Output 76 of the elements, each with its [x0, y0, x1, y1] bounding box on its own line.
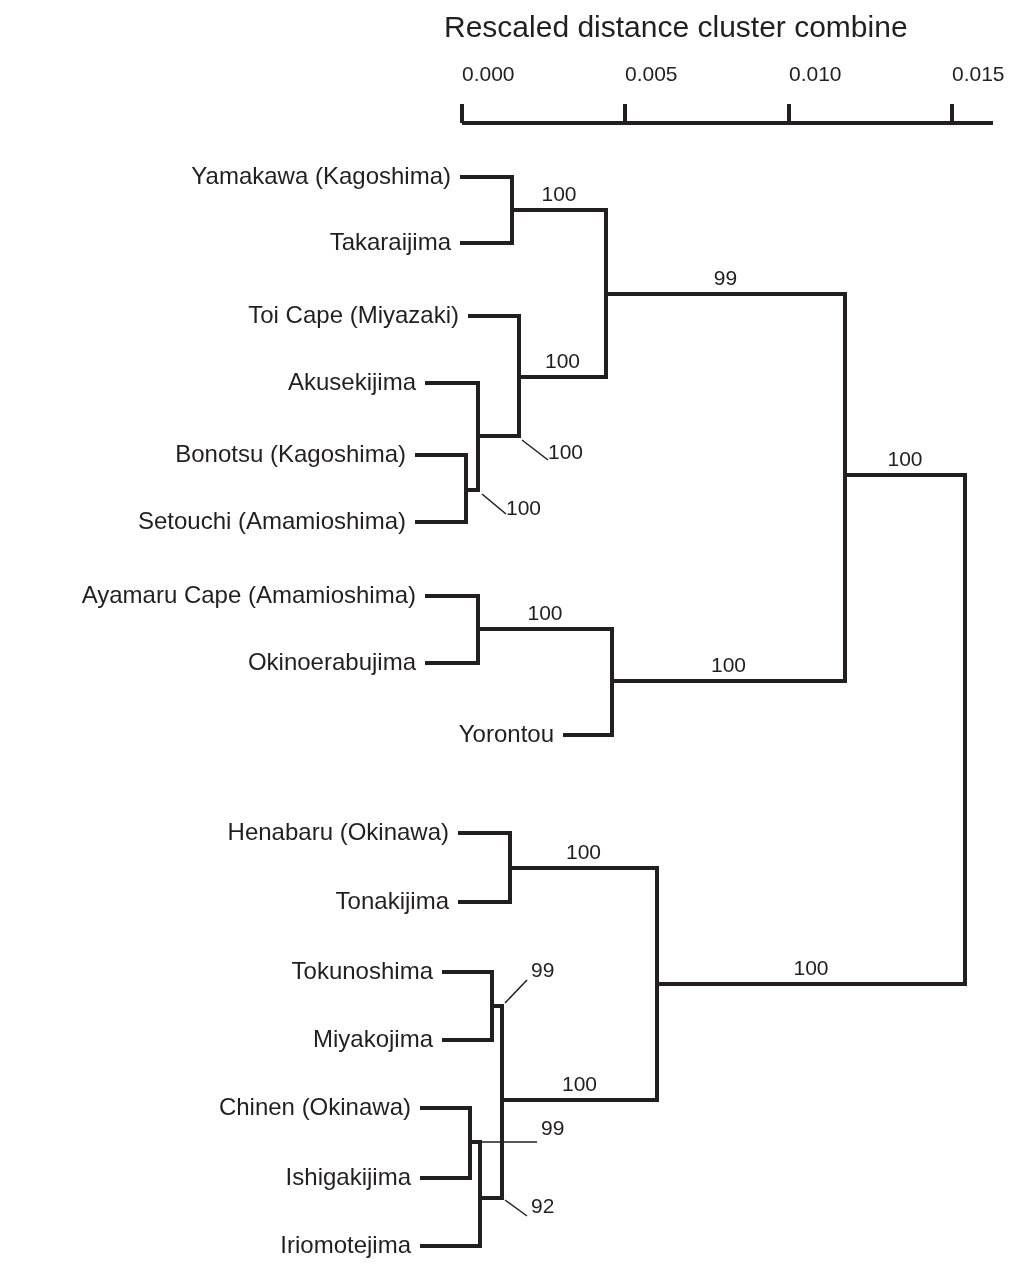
dendrogram-branch [420, 1106, 468, 1110]
bootstrap-value: 99 [541, 1116, 565, 1140]
specimen-label: Iriomotejima [60, 1231, 420, 1259]
cluster-bracket-bar [655, 866, 659, 1102]
specimen-label: Miyakojima [82, 1025, 442, 1053]
specimen-label: Bonotsu (Kagoshima) [55, 440, 415, 468]
specimen-label: Ishigakijima [60, 1163, 420, 1191]
dendrogram-branch [468, 314, 517, 318]
dendrogram-branch [425, 594, 476, 598]
specimen-label: Setouchi (Amamioshima) [55, 507, 415, 535]
specimen-label: Takaraijima [100, 228, 460, 256]
dendrogram-branch [563, 733, 610, 737]
specimen-label: Toi Cape (Miyazaki) [108, 301, 468, 329]
specimen-label: Yamakawa (Kagoshima) [100, 162, 460, 190]
dendrogram-branch [614, 679, 843, 683]
specimen-label: Ayamaru Cape (Amamioshima) [65, 581, 425, 609]
cluster-bracket-bar [604, 208, 608, 379]
dendrogram-branch [420, 1244, 478, 1248]
cluster-bracket-bar [500, 1004, 504, 1200]
leader-line [504, 1199, 528, 1217]
cluster-bracket-bar [464, 453, 468, 524]
cluster-bracket-bar [508, 831, 512, 904]
cluster-bracket-bar [610, 627, 614, 737]
dendrogram-branch [512, 866, 655, 870]
dendrogram-branch [847, 473, 963, 477]
dendrogram-branch [494, 1004, 500, 1008]
dendrogram-branch [659, 982, 963, 986]
cluster-bracket-bar [476, 381, 480, 492]
bootstrap-value: 92 [531, 1194, 555, 1218]
dendrogram-branch [521, 375, 604, 379]
dendrogram-branch [460, 175, 510, 179]
cluster-bracket-bar [843, 292, 847, 683]
dendrogram-branch [420, 1176, 468, 1180]
dendrogram-branch [504, 1098, 655, 1102]
dendrogram-branch [415, 520, 464, 524]
leader-line [521, 439, 549, 461]
specimen-label: Okinoerabujima [65, 648, 425, 676]
specimen-label: Chinen (Okinawa) [60, 1093, 420, 1121]
tick-label: 0.000 [462, 62, 515, 86]
dendrogram-branch [425, 661, 476, 665]
cluster-bracket-bar [963, 473, 967, 986]
dendrogram-branch [458, 831, 508, 835]
dendrogram-branch [458, 900, 508, 904]
leader-line [481, 493, 507, 515]
specimen-label: Akusekijima [65, 368, 425, 396]
dendrogram-branch [442, 970, 490, 974]
specimen-label: Yorontou [203, 720, 563, 748]
specimen-label: Henabaru (Okinawa) [98, 818, 458, 846]
dendrogram-branch [460, 241, 510, 245]
dendrogram-branch [442, 1038, 490, 1042]
dendrogram-branch [415, 453, 464, 457]
cluster-bracket-bar [478, 1140, 482, 1248]
dendrogram-branch [472, 1140, 478, 1144]
specimen-label: Tokunoshima [82, 957, 442, 985]
dendrogram-branch [608, 292, 843, 296]
dendrogram-branch [480, 627, 610, 631]
cluster-bracket-bar [510, 175, 514, 245]
dendrogram-branch [480, 434, 517, 438]
dendrogram-branch [468, 488, 476, 492]
dendrogram-branch [482, 1196, 500, 1200]
axis-title: Rescaled distance cluster combine [444, 10, 908, 44]
leader-line [481, 1141, 538, 1143]
tick-label: 0.015 [952, 62, 1005, 86]
bootstrap-value: 100 [548, 440, 584, 464]
bootstrap-value: 100 [506, 496, 542, 520]
dendrogram-branch [425, 381, 476, 385]
cluster-bracket-bar [517, 314, 521, 438]
bootstrap-value: 99 [531, 958, 555, 982]
tick-label: 0.010 [789, 62, 842, 86]
cluster-bracket-bar [490, 970, 494, 1042]
dendrogram-branch [514, 208, 604, 212]
cluster-bracket-bar [476, 594, 480, 665]
tick-label: 0.005 [625, 62, 678, 86]
cluster-bracket-bar [468, 1106, 472, 1180]
specimen-label: Tonakijima [98, 887, 458, 915]
leader-line [504, 979, 528, 1004]
